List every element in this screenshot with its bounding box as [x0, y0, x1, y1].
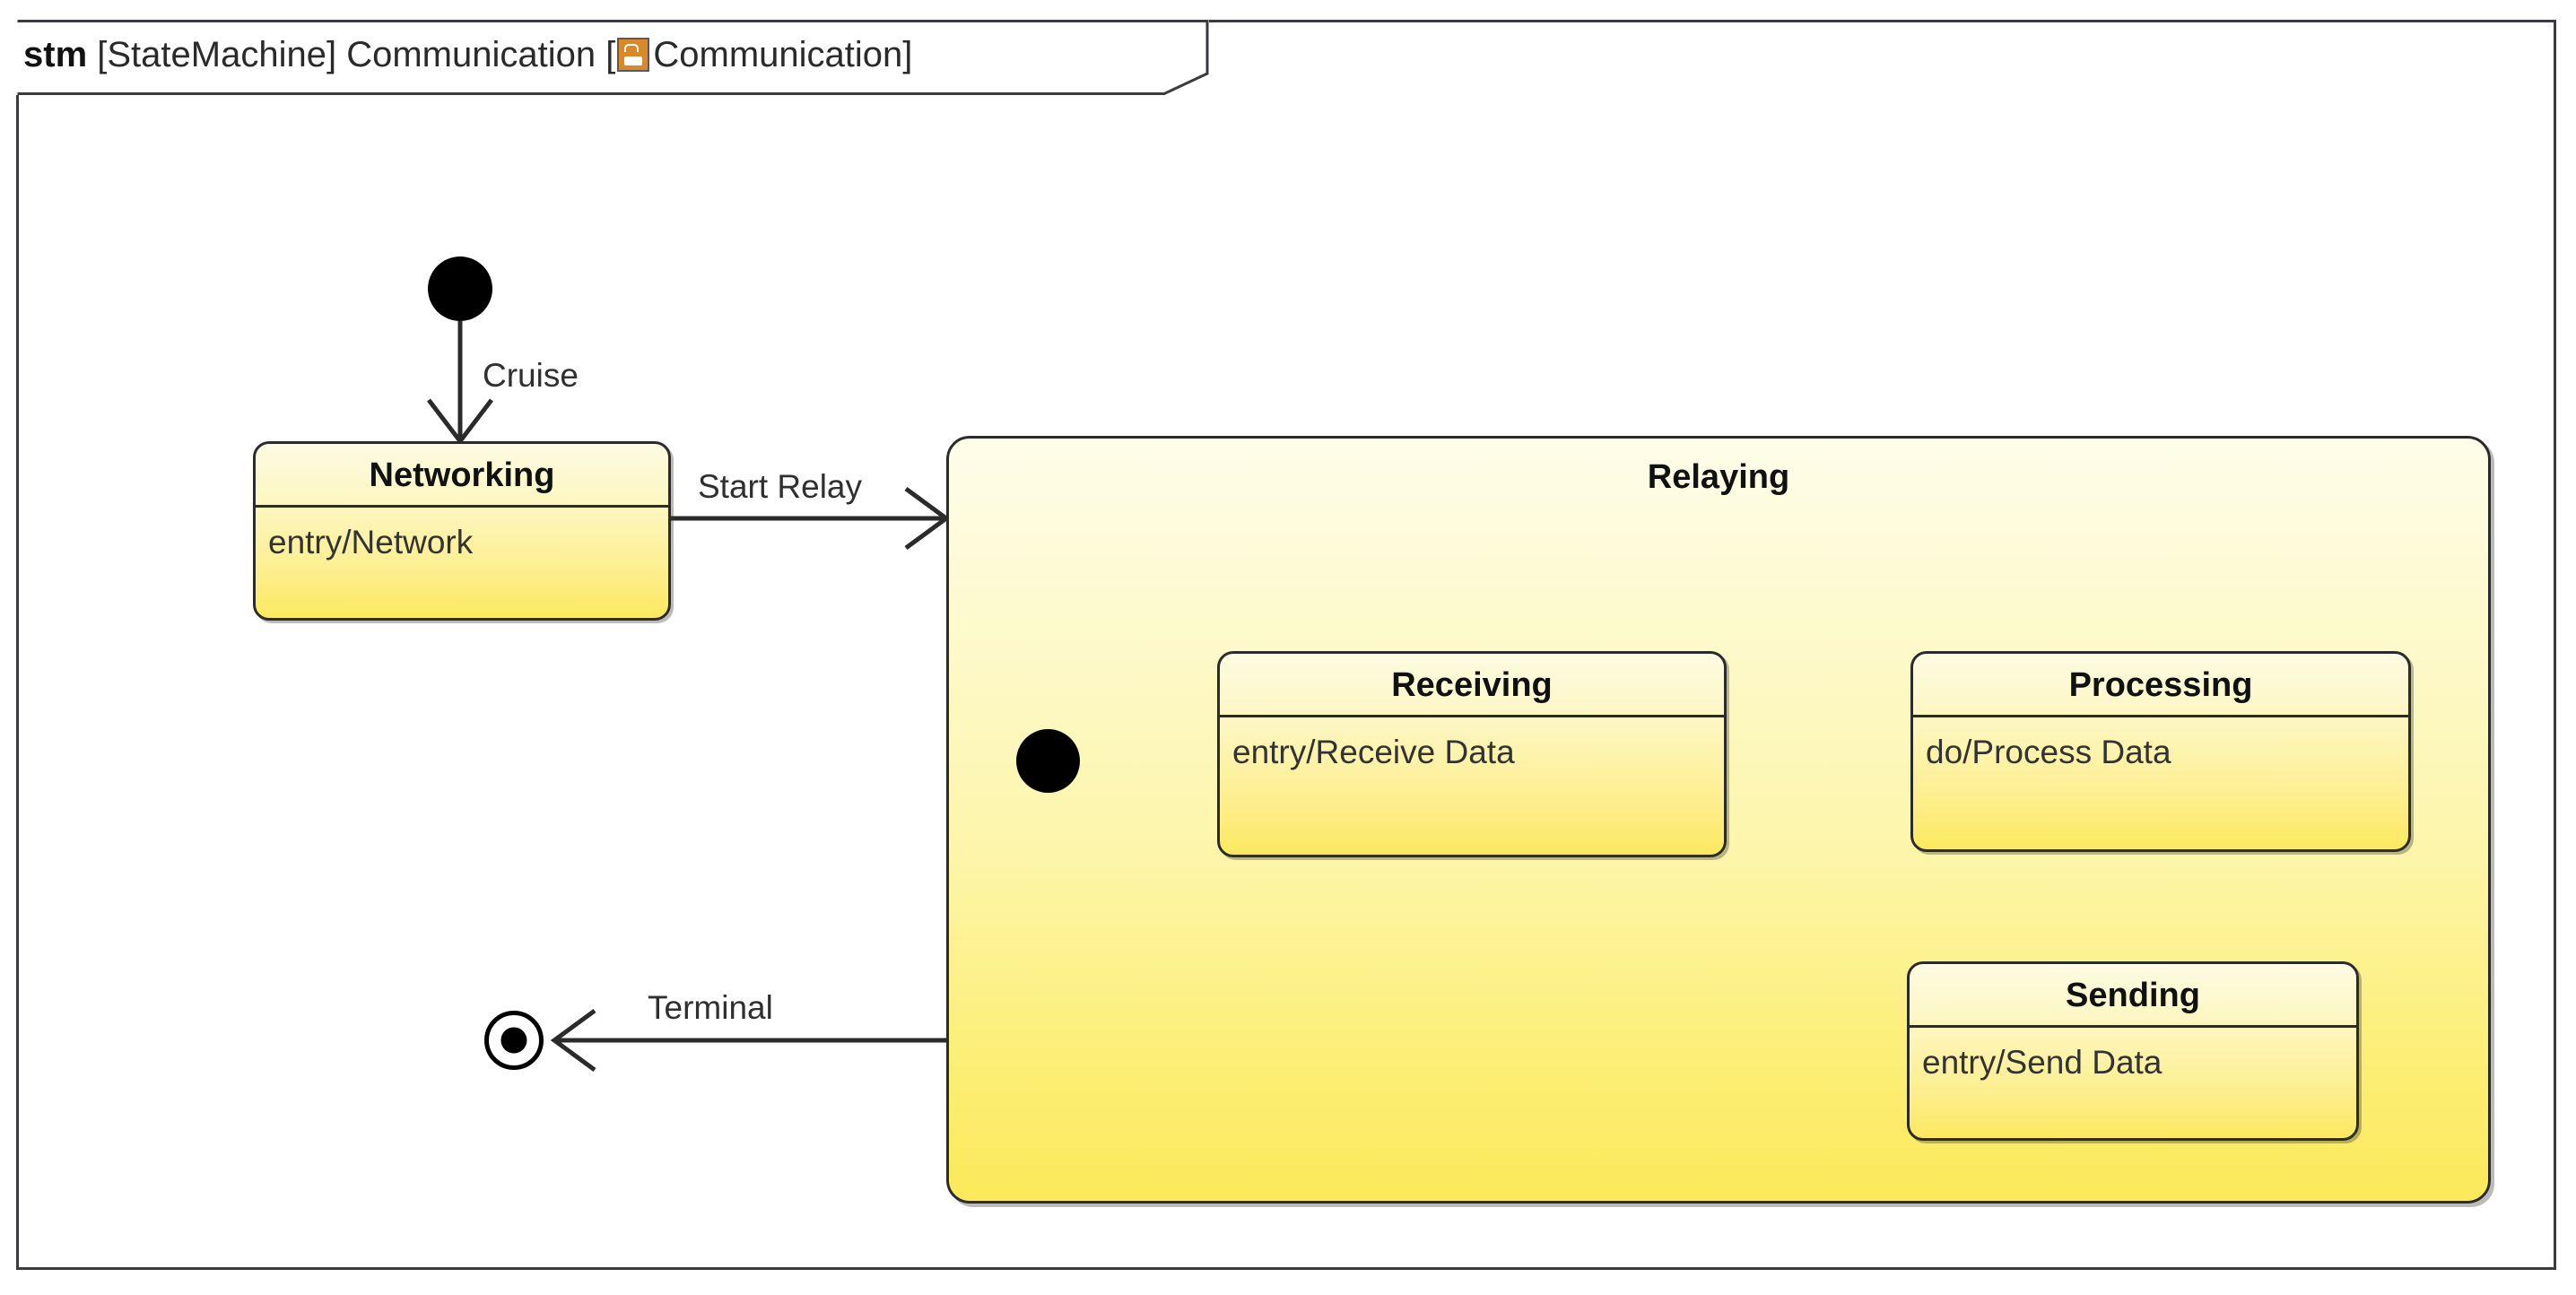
diagram-kind-full: [StateMachine]: [97, 35, 337, 74]
diagram-qualifier-name: Communication: [653, 35, 903, 74]
final-state[interactable]: [484, 1011, 544, 1070]
transition-label-start-relay: Start Relay: [698, 468, 863, 505]
initial-pseudostate-relaying[interactable]: [1016, 729, 1080, 793]
composite-state-relaying-label: Relaying: [1647, 458, 1790, 496]
diagram-title: stm [StateMachine] Communication [ Commu…: [23, 34, 912, 75]
diagram-kind-abbrev: stm: [23, 35, 88, 74]
transition-label-cruise: Cruise: [483, 357, 579, 394]
state-sending-behavior: entry/Send Data: [1922, 1044, 2163, 1081]
state-machine-icon: [617, 38, 650, 72]
state-receiving-behavior: entry/Receive Data: [1232, 734, 1515, 770]
state-receiving[interactable]: Receiving entry/Receive Data: [1217, 651, 1727, 857]
state-processing-label: Processing: [1913, 654, 2408, 717]
state-sending-label: Sending: [1910, 964, 2356, 1028]
state-processing[interactable]: Processing do/Process Data: [1910, 651, 2411, 852]
diagram-qualifier-open: [: [605, 35, 616, 74]
state-networking-label: Networking: [256, 444, 668, 508]
diagram-name: Communication: [346, 35, 596, 74]
state-sending[interactable]: Sending entry/Send Data: [1907, 961, 2359, 1141]
diagram-qualifier-close: ]: [902, 35, 913, 74]
state-processing-behavior: do/Process Data: [1926, 734, 2171, 770]
state-networking[interactable]: Networking entry/Network: [253, 441, 671, 621]
state-receiving-label: Receiving: [1220, 654, 1724, 717]
state-networking-behavior: entry/Network: [268, 524, 474, 561]
transition-label-terminal: Terminal: [648, 989, 773, 1026]
initial-pseudostate-top[interactable]: [428, 256, 492, 321]
